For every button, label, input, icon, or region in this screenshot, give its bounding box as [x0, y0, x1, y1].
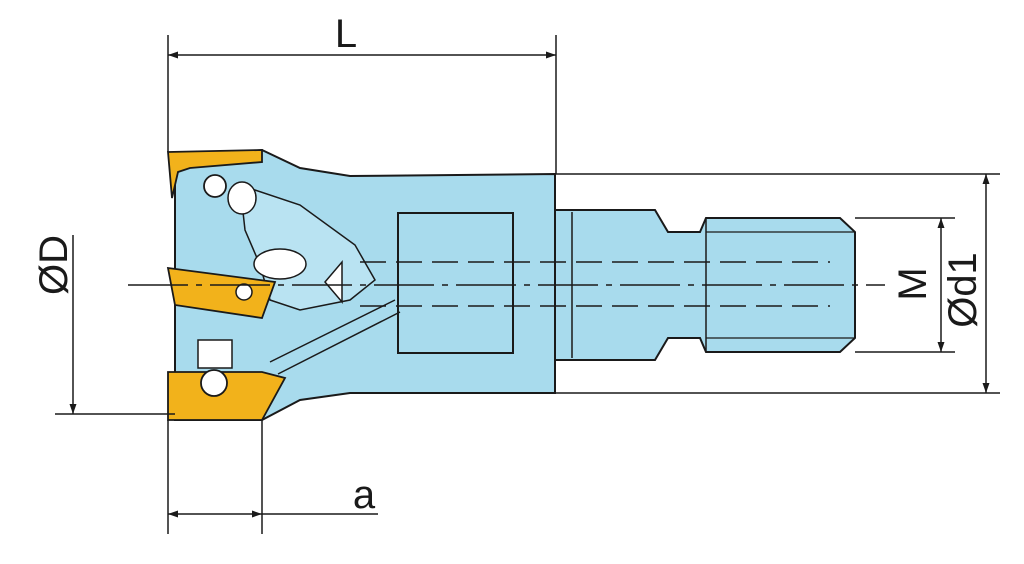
coolant-channel: [277, 311, 401, 375]
dimension-label-thread: M: [891, 267, 935, 300]
dimension-label-cut-depth: a: [353, 473, 376, 517]
dimension-cutter-diameter: [55, 235, 175, 415]
dimension-label-cutter-diameter: ØD: [32, 235, 76, 295]
dimension-thread: [855, 217, 955, 353]
dimension-length: [167, 35, 557, 174]
wrench-flat: [397, 212, 514, 354]
insert-bottom: [167, 371, 287, 421]
dimension-label-shank-diameter: Ød1: [941, 252, 985, 328]
coolant-channel: [269, 299, 396, 363]
screw-recess: [227, 181, 257, 215]
cutting-inserts: [166, 149, 287, 421]
insert-top: [167, 149, 263, 199]
coolant-triangle: [324, 259, 343, 305]
insert-screw-icon: [203, 174, 227, 198]
insert-seat: [197, 339, 233, 369]
centerlines: [128, 261, 885, 307]
dimension-cut-depth: [167, 420, 378, 534]
dimension-label-length: L: [335, 12, 357, 56]
screw-recess: [253, 248, 307, 280]
dimension-shank-diameter: [555, 173, 1000, 394]
insert-screw-icon: [235, 283, 253, 301]
insert-screw-icon: [200, 369, 228, 397]
insert-middle: [166, 266, 277, 319]
